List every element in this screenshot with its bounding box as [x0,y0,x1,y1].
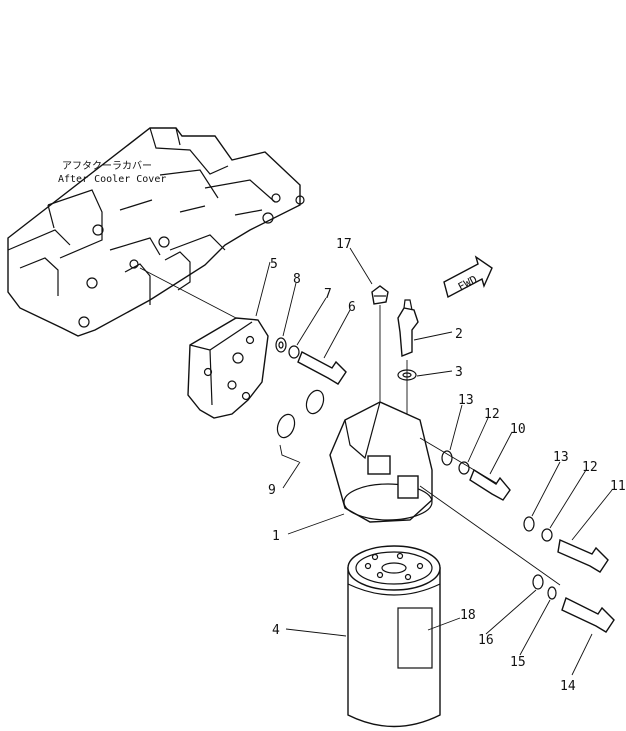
filter-head-1 [329,401,433,523]
washer-16 [532,574,544,590]
assembly-line-cover [139,267,237,319]
callout-10: 10 [510,422,526,437]
callout-15: 15 [510,655,526,670]
callout-11: 11 [610,479,626,494]
washer-12a [458,461,470,475]
caption-en: After Cooler Cover [58,174,166,185]
callout-17: 17 [336,237,352,252]
callout-3: 3 [455,365,463,380]
bolt-10 [469,468,511,501]
callout-2: 2 [455,327,463,342]
bolt-6 [297,351,347,385]
callout-6: 6 [348,300,356,315]
washer-13b [523,516,535,532]
caption-jp: アフタクーラカバー [62,160,152,172]
guide-line-10 [419,437,509,491]
callout-12a: 12 [484,407,500,422]
washer-8 [275,337,287,353]
callout-5: 5 [270,257,278,272]
flange-5 [187,317,269,419]
bolt-11 [557,538,609,573]
leader-lines [255,247,613,676]
callout-8: 8 [293,272,301,287]
callout-13b: 13 [553,450,569,465]
callout-9: 9 [268,483,276,498]
washer-15 [547,586,557,600]
nipple-17 [371,285,389,305]
fwd-arrow-icon: FWD [443,255,493,299]
callout-12b: 12 [582,460,598,475]
after-cooler-cover [7,127,305,337]
callout-4: 4 [272,623,280,638]
callout-numbers: 1 2 3 4 5 6 7 8 9 10 11 12 12 13 13 14 1… [268,237,626,694]
callout-7: 7 [324,287,332,302]
washer-13a [441,450,453,466]
callout-1: 1 [272,529,280,544]
callout-13a: 13 [458,393,474,408]
guide-line-14 [419,485,561,586]
sensor-2 [397,299,419,358]
callout-14: 14 [560,679,576,694]
filter-cartridge-4 [347,545,441,728]
callout-18: 18 [460,608,476,623]
o-rings-9 [276,389,325,463]
callout-16: 16 [478,633,494,648]
bolt-14 [561,597,615,633]
washer-12b [541,528,553,542]
washer-7 [288,345,300,359]
